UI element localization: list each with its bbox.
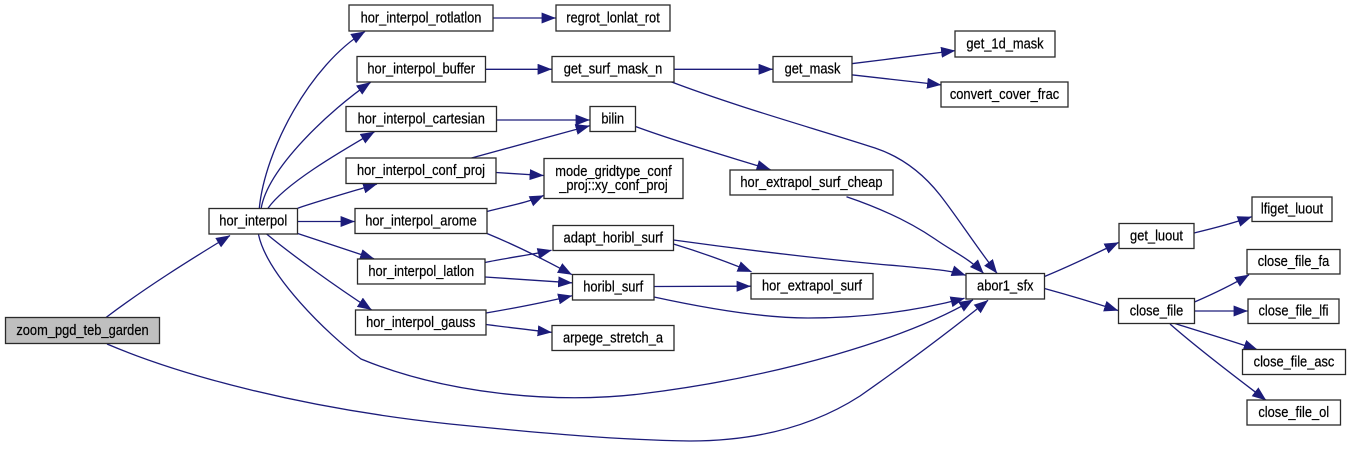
svg-text:hor_extrapol_surf_cheap: hor_extrapol_surf_cheap xyxy=(740,174,882,191)
svg-text:hor_extrapol_surf: hor_extrapol_surf xyxy=(762,278,863,295)
svg-text:bilin: bilin xyxy=(601,110,624,127)
svg-text:get_surf_mask_n: get_surf_mask_n xyxy=(564,61,663,78)
svg-text:horibl_surf: horibl_surf xyxy=(583,279,644,296)
svg-text:_proj::xy_conf_proj: _proj::xy_conf_proj xyxy=(558,177,667,194)
svg-text:close_file_fa: close_file_fa xyxy=(1258,253,1330,270)
svg-text:arpege_stretch_a: arpege_stretch_a xyxy=(563,329,663,346)
svg-text:close_file_lfi: close_file_lfi xyxy=(1258,303,1328,320)
svg-text:hor_interpol_conf_proj: hor_interpol_conf_proj xyxy=(357,162,485,179)
svg-text:get_luout: get_luout xyxy=(1130,227,1184,244)
svg-text:close_file_asc: close_file_asc xyxy=(1254,353,1335,370)
svg-text:hor_interpol_cartesian: hor_interpol_cartesian xyxy=(358,110,485,127)
svg-text:get_1d_mask: get_1d_mask xyxy=(966,35,1044,52)
svg-text:get_mask: get_mask xyxy=(785,61,841,78)
svg-text:hor_interpol_arome: hor_interpol_arome xyxy=(365,212,477,229)
svg-text:hor_interpol_gauss: hor_interpol_gauss xyxy=(366,314,476,331)
svg-text:mode_gridtype_conf: mode_gridtype_conf xyxy=(555,163,672,180)
svg-text:abor1_sfx: abor1_sfx xyxy=(977,278,1034,295)
svg-text:hor_interpol_buffer: hor_interpol_buffer xyxy=(367,61,475,78)
svg-text:adapt_horibl_surf: adapt_horibl_surf xyxy=(564,229,664,246)
svg-text:hor_interpol_latlon: hor_interpol_latlon xyxy=(368,263,474,280)
svg-text:hor_interpol: hor_interpol xyxy=(219,213,287,230)
svg-text:close_file: close_file xyxy=(1130,302,1184,319)
svg-text:hor_interpol_rotlatlon: hor_interpol_rotlatlon xyxy=(361,9,482,26)
svg-text:lfiget_luout: lfiget_luout xyxy=(1261,201,1324,218)
svg-text:convert_cover_frac: convert_cover_frac xyxy=(950,86,1060,103)
svg-text:zoom_pgd_teb_garden: zoom_pgd_teb_garden xyxy=(16,322,148,339)
svg-text:regrot_lonlat_rot: regrot_lonlat_rot xyxy=(566,9,660,26)
svg-text:close_file_ol: close_file_ol xyxy=(1258,404,1329,421)
